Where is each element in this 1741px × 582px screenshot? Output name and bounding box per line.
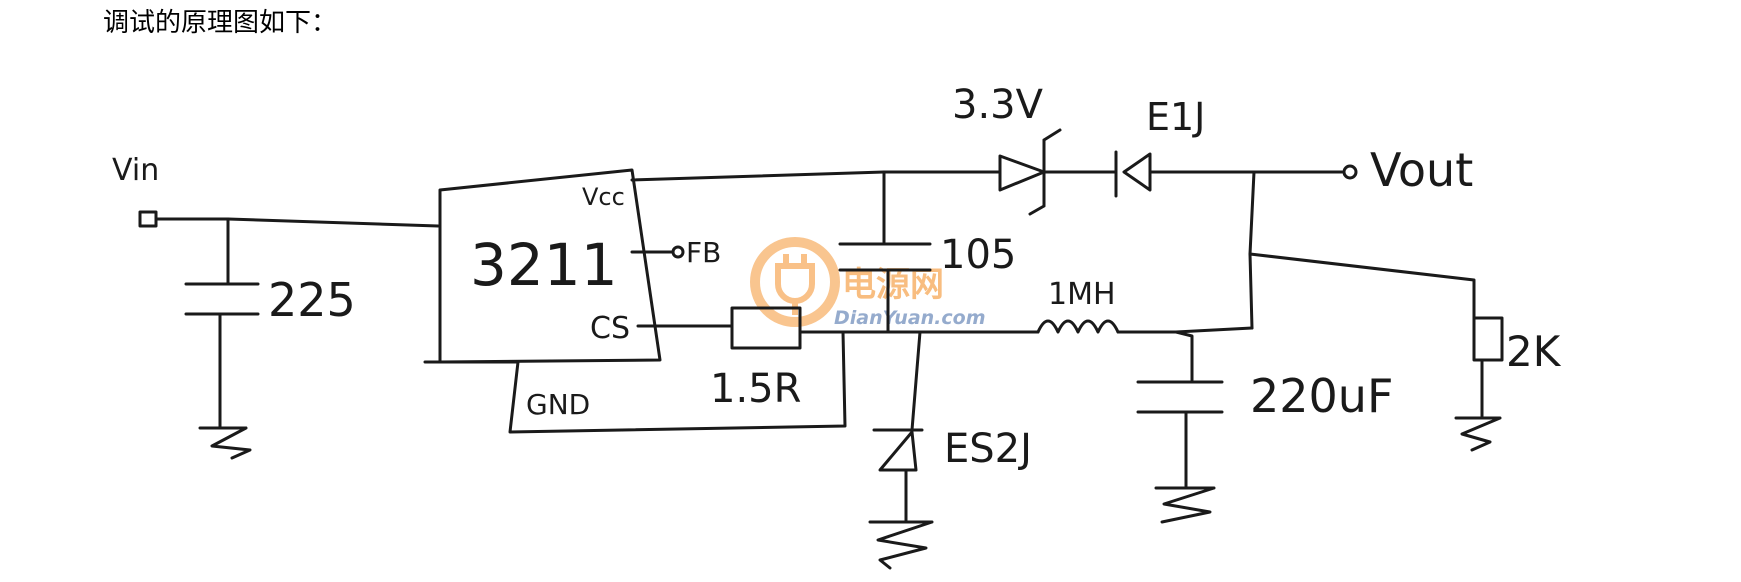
vout-node-wire <box>1248 170 1256 330</box>
diode-free-label: ES2J <box>944 426 1032 472</box>
gnd-loop <box>423 330 847 434</box>
inductor-label: 1MH <box>1048 277 1116 312</box>
ic-label: 3211 <box>470 231 618 299</box>
watermark-en: DianYuan.com <box>834 307 986 329</box>
ground-symbol-4 <box>1454 416 1502 452</box>
load-wire <box>1248 252 1476 320</box>
fb-pin-label: FB <box>686 236 721 269</box>
vin-label: Vin <box>112 153 159 188</box>
watermark-cn: 电源网 <box>842 265 944 305</box>
ground-symbol-1 <box>198 426 252 460</box>
vcc-capacitor: 105 <box>838 170 1016 334</box>
freewheel-diode: ES2J <box>872 330 1032 522</box>
input-capacitor: 225 <box>184 217 356 430</box>
load-resistor: 2K <box>1472 316 1562 418</box>
output-diode: E1J <box>1114 95 1344 198</box>
cs-pin-label: CS <box>590 311 630 346</box>
vin-terminal <box>138 210 158 228</box>
plug-icon <box>775 254 815 315</box>
vin-wire <box>154 217 440 228</box>
cap-in-label: 225 <box>268 273 356 327</box>
vout-terminal <box>1342 164 1358 180</box>
caption-text: 调试的原理图如下： <box>103 8 338 38</box>
ground-symbol-2 <box>868 520 934 570</box>
watermark-ring <box>750 237 840 327</box>
ic-3211: 3211 Vcc FB CS <box>438 168 734 364</box>
watermark-logo: 电源网 DianYuan.com <box>750 237 986 329</box>
cap-out-label: 220uF <box>1250 369 1393 423</box>
resistor-load-label: 2K <box>1506 327 1562 376</box>
vcc-wire <box>630 170 1002 182</box>
zener-label: 3.3V <box>952 82 1044 128</box>
vout-label: Vout <box>1370 143 1473 197</box>
sense-resistor-label: 1.5R <box>710 366 801 412</box>
inductor: 1MH <box>1036 277 1254 334</box>
cap-vcc-label: 105 <box>940 232 1016 278</box>
vcc-pin-label: Vcc <box>582 183 625 211</box>
diode-out-label: E1J <box>1146 95 1205 139</box>
zener-diode: 3.3V <box>952 82 1118 216</box>
ground-symbol-3 <box>1154 486 1216 524</box>
output-capacitor: 220uF <box>1136 330 1393 488</box>
gnd-pin-label: GND <box>526 388 590 421</box>
